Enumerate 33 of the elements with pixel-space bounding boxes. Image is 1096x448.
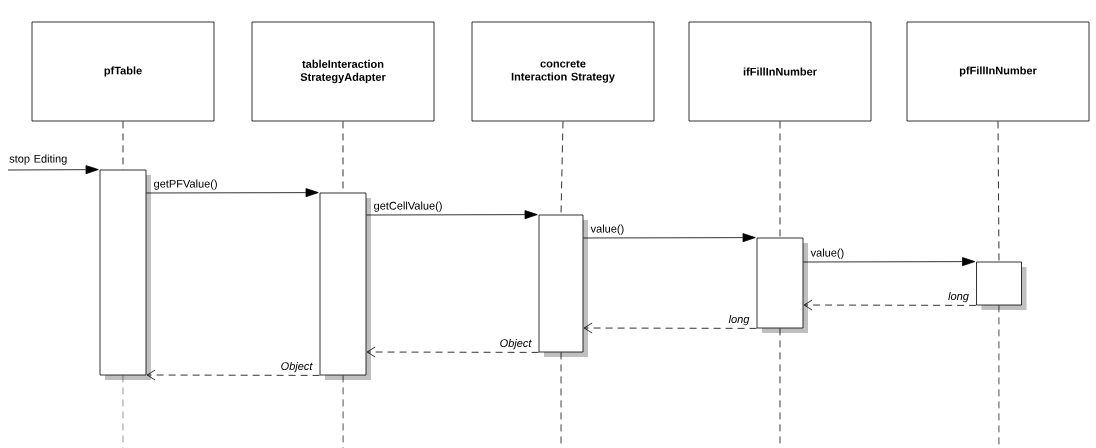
lifeline xyxy=(997,121,1000,262)
activation-bar xyxy=(99,169,151,380)
return-label: long xyxy=(948,291,969,303)
return-label: long xyxy=(728,314,750,326)
message-arrow xyxy=(583,233,756,243)
object-box: tableInteraction StrategyAdapter xyxy=(251,21,435,122)
message-arrow xyxy=(146,188,319,198)
message-label: value() xyxy=(590,224,624,235)
return-arrow xyxy=(803,299,977,311)
object-box: pfTable xyxy=(31,21,215,122)
message-label: getCellValue() xyxy=(374,201,442,212)
message-arrow xyxy=(7,165,99,175)
message-label: getPFValue() xyxy=(154,179,217,190)
lifeline xyxy=(122,121,124,170)
activation-bar xyxy=(538,214,588,357)
message-arrow xyxy=(366,210,538,220)
return-label: Object xyxy=(500,338,532,350)
message-arrow xyxy=(803,257,976,267)
activation-bar xyxy=(756,237,808,333)
return-arrow xyxy=(366,346,539,358)
lifeline xyxy=(342,375,344,448)
message-label: stop Editing xyxy=(9,154,67,165)
return-arrow xyxy=(583,322,757,334)
return-label: Object xyxy=(281,361,313,373)
return-arrow xyxy=(146,369,320,381)
lifeline xyxy=(779,121,781,238)
activation-bar xyxy=(319,192,371,380)
activation-bar xyxy=(976,261,1027,310)
object-box: concrete Interaction Strategy xyxy=(471,21,655,122)
message-label: value() xyxy=(810,248,844,259)
lifeline xyxy=(560,121,564,215)
object-box: ifFillInNumber xyxy=(688,21,872,122)
object-box: pfFillInNumber xyxy=(906,21,1090,122)
